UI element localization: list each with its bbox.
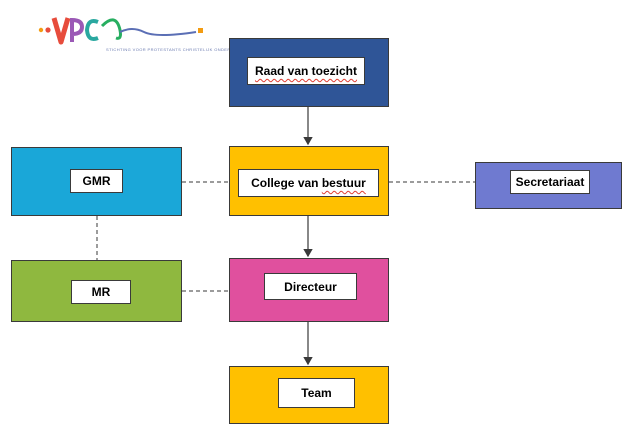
raad-van-toezicht-label: Raad van toezicht	[247, 57, 365, 85]
secretariaat-label: Secretariaat	[510, 170, 590, 194]
vpco-logo-graphic	[38, 17, 203, 45]
vpco-logo: STICHTING VOOR PROTESTANTS CHRISTELIJK O…	[36, 8, 262, 52]
mr-box	[11, 260, 182, 322]
team-label: Team	[278, 378, 355, 408]
mr-label: MR	[71, 280, 131, 304]
directeur-box	[229, 258, 389, 322]
gmr-label: GMR	[70, 169, 123, 193]
directeur-label: Directeur	[264, 273, 357, 300]
logo-tagline: STICHTING VOOR PROTESTANTS CHRISTELIJK O…	[106, 47, 263, 52]
college-van-bestuur-label: College van bestuur	[238, 169, 379, 197]
